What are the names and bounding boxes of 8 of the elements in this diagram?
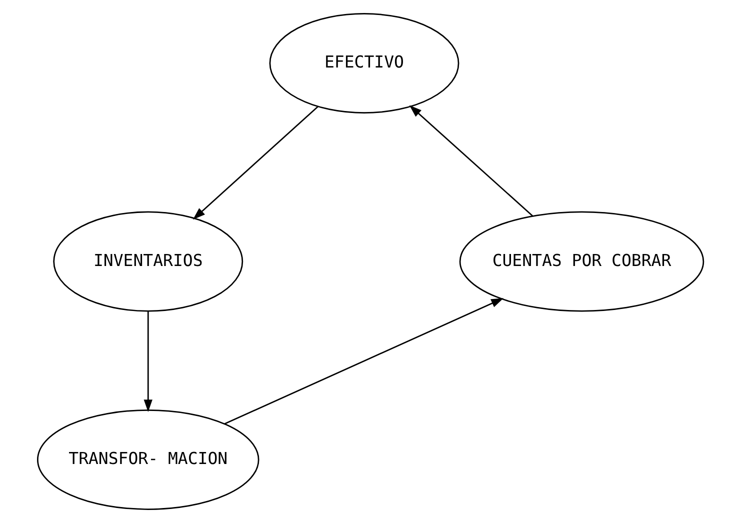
arrow xyxy=(224,298,504,424)
node-ellipse: CUENTAS POR COBRAR xyxy=(458,211,704,312)
arrow xyxy=(408,105,532,216)
arrow xyxy=(192,106,318,220)
node-ellipse: EFECTIVO xyxy=(268,13,459,114)
node-ellipse: TRANSFOR- MACION xyxy=(36,409,259,510)
node-ellipse: INVENTARIOS xyxy=(52,211,243,312)
arrow xyxy=(143,311,152,412)
